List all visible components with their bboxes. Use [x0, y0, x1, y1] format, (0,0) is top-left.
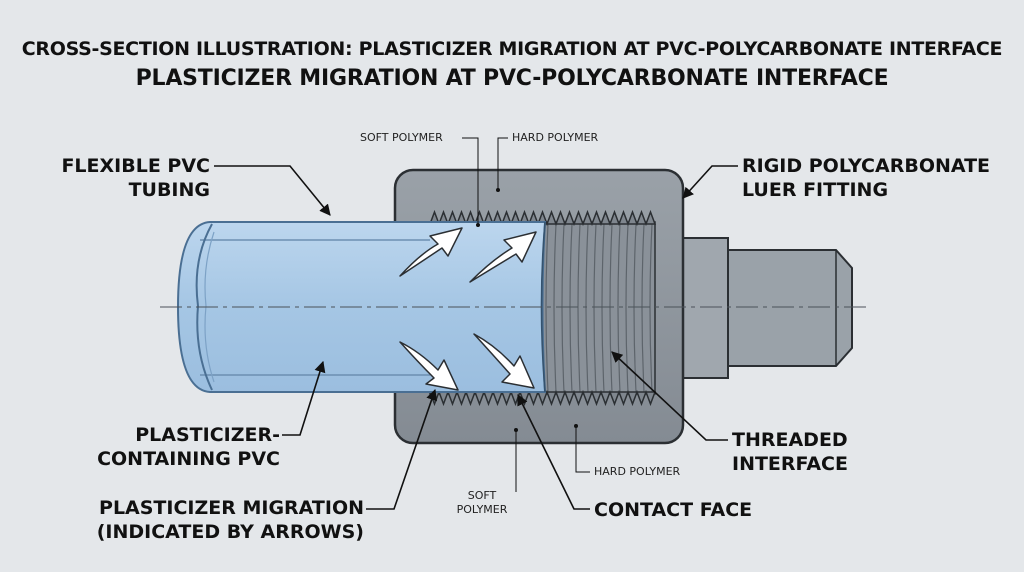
label-soft-polymer-top: SOFT POLYMER	[360, 131, 443, 144]
thread-line	[561, 223, 565, 393]
thread-line	[585, 223, 589, 393]
migration-arrow-icon	[399, 341, 459, 391]
thread-line	[617, 223, 621, 393]
label-rigid-fitting: RIGID POLYCARBONATE LUER FITTING	[742, 155, 991, 201]
thread-line	[545, 223, 549, 393]
label-plasticizer-pvc: PLASTICIZER- CONTAINING PVC	[97, 424, 280, 470]
thread-line	[625, 223, 629, 393]
internal-thread-lines	[545, 223, 653, 393]
thread-line	[641, 223, 645, 393]
thread-line	[569, 223, 573, 393]
label-contact-face: CONTACT FACE	[594, 499, 753, 521]
thread-line	[609, 223, 613, 393]
migration-arrow-icon	[473, 333, 535, 389]
label-plasticizer-migration: PLASTICIZER MIGRATION (INDICATED BY ARRO…	[96, 497, 364, 543]
label-soft-polymer-bottom: SOFT POLYMER	[456, 489, 508, 516]
bottom-thread-teeth	[428, 389, 657, 407]
thread-line	[633, 223, 637, 393]
label-threaded-interface: THREADED INTERFACE	[732, 429, 848, 475]
diagram-subtitle: PLASTICIZER MIGRATION AT PVC-POLYCARBONA…	[135, 66, 889, 91]
luer-nozzle	[679, 237, 853, 379]
leader-lines	[214, 137, 738, 510]
thread-line	[577, 223, 581, 393]
migration-arrow-icon	[399, 227, 463, 277]
thread-line	[601, 223, 605, 393]
label-hard-polymer-top: HARD POLYMER	[512, 131, 599, 144]
label-hard-polymer-bottom: HARD POLYMER	[594, 465, 681, 478]
diagram-title: CROSS-SECTION ILLUSTRATION: PLASTICIZER …	[21, 38, 1003, 60]
migration-arrow-icon	[469, 231, 537, 283]
thread-line	[553, 223, 557, 393]
thread-line	[649, 223, 653, 393]
label-flexible-tubing: FLEXIBLE PVC TUBING	[61, 155, 210, 201]
thread-line	[593, 223, 597, 393]
migration-arrows	[399, 227, 537, 391]
